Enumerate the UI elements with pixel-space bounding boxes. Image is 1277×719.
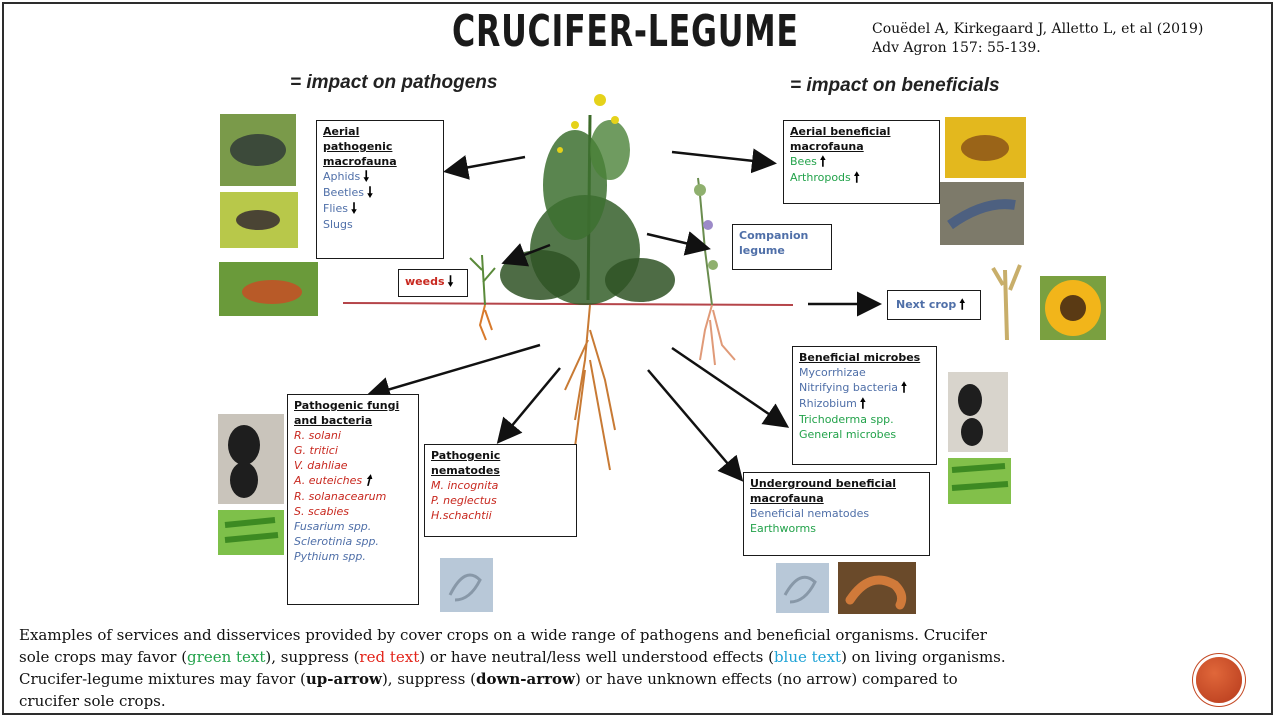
list-item: P. neglectus (431, 493, 570, 508)
weed-plant-illustration (470, 255, 495, 340)
caption-up-arrow: up-arrow (306, 670, 382, 688)
companion-legume-illustration (694, 178, 735, 365)
fungi-photo (218, 414, 284, 504)
aerial-pathogenic-box: Aerial pathogenic macrofauna Aphids🠗 Bee… (316, 120, 444, 259)
list-item: Fusarium spp. (294, 519, 412, 534)
list-item: Trichoderma spp. (799, 412, 930, 427)
aerial-pathogenic-title-3: macrofauna (323, 154, 437, 169)
companion-line-1: Companion (739, 228, 825, 243)
beneficial-microbes-title: Beneficial microbes (799, 350, 930, 365)
list-item: H.schachtii (431, 508, 570, 523)
bacteria-photo (218, 510, 284, 555)
list-item: Next crop🠕 (896, 297, 972, 313)
beneficial-microbes-box: Beneficial microbes Mycorrhizae Nitrifyi… (792, 346, 937, 465)
arrow-to-pathogenic-fungi (370, 345, 540, 395)
list-item: S. scabies (294, 504, 412, 519)
crucifer-plant-illustration (500, 94, 675, 470)
pathogenic-nematodes-box: Pathogenic nematodes M. incognita P. neg… (424, 444, 577, 537)
list-item: Earthworms (750, 521, 923, 536)
list-item: R. solanacearum (294, 489, 412, 504)
figure-caption: Examples of services and disservices pro… (19, 624, 1019, 712)
microbe-photo (948, 372, 1008, 452)
aerial-pathogenic-title-2: pathogenic (323, 139, 437, 154)
list-item: A. euteiches🠕 (294, 473, 412, 489)
list-item: Arthropods🠕 (790, 170, 933, 186)
nematode-photo (440, 558, 493, 612)
aerial-pathogenic-title-1: Aerial (323, 124, 437, 139)
up-arrow-icon: 🠕 (860, 397, 866, 412)
pathogenic-fungi-box: Pathogenic fungi and bacteria R. solani … (287, 394, 419, 605)
arrow-to-beneficial-microbes (672, 348, 785, 425)
next-crop-box: Next crop🠕 (887, 290, 981, 320)
fly-photo (220, 192, 298, 248)
down-arrow-icon: 🠗 (351, 202, 357, 217)
slide-logo-badge (1196, 657, 1242, 703)
bee-photo (945, 117, 1026, 178)
underground-beneficial-box: Underground beneficial macrofauna Benefi… (743, 472, 930, 556)
list-item: R. solani (294, 428, 412, 443)
list-item: General microbes (799, 427, 930, 442)
list-item: Sclerotinia spp. (294, 534, 412, 549)
list-item: Aphids🠗 (323, 169, 437, 185)
beetle-photo (940, 182, 1024, 245)
list-item: Mycorrhizae (799, 365, 930, 380)
list-item: Beneficial nematodes (750, 506, 923, 521)
down-arrow-icon: 🠗 (363, 170, 369, 185)
nematodes-title-2: nematodes (431, 463, 570, 478)
beneficial-nematode-photo (776, 563, 829, 613)
companion-line-2: legume (739, 243, 825, 258)
list-item: Bees🠕 (790, 154, 933, 170)
list-item: Pythium spp. (294, 549, 412, 564)
pathogenic-fungi-title-1: Pathogenic fungi (294, 398, 412, 413)
caption-blue-text: blue text (774, 648, 841, 666)
list-item: Beetles🠗 (323, 185, 437, 201)
ground-line (343, 303, 793, 305)
list-item: M. incognita (431, 478, 570, 493)
earthworm-photo (838, 562, 916, 614)
arrow-to-companion (647, 234, 706, 248)
aerial-beneficial-title-1: Aerial beneficial (790, 124, 933, 139)
up-arrow-icon: 🠕 (365, 474, 371, 489)
weeds-box: weeds🠗 (398, 269, 468, 297)
list-item: Slugs (323, 217, 437, 232)
up-arrow-icon: 🠕 (820, 155, 826, 170)
next-crop-illustration (993, 265, 1020, 340)
nematodes-title-1: Pathogenic (431, 448, 570, 463)
down-arrow-icon: 🠗 (448, 275, 454, 290)
pathogenic-fungi-title-2: and bacteria (294, 413, 412, 428)
aphid-photo (220, 114, 296, 186)
slug-photo (219, 262, 318, 316)
aerial-beneficial-box: Aerial beneficial macrofauna Bees🠕 Arthr… (783, 120, 940, 204)
underground-title-2: macrofauna (750, 491, 923, 506)
up-arrow-icon: 🠕 (959, 298, 965, 313)
list-item: G. tritici (294, 443, 412, 458)
down-arrow-icon: 🠗 (367, 186, 373, 201)
list-item: Nitrifying bacteria🠕 (799, 380, 930, 396)
list-item: V. dahliae (294, 458, 412, 473)
sunflower-photo (1040, 276, 1106, 340)
caption-green-text: green text (187, 648, 265, 666)
companion-legume-box: Companion legume (732, 224, 832, 270)
underground-title-1: Underground beneficial (750, 476, 923, 491)
up-arrow-icon: 🠕 (901, 381, 907, 396)
arrow-to-aerial-beneficial (672, 152, 772, 163)
list-item: Flies🠗 (323, 201, 437, 217)
list-item: weeds🠗 (405, 274, 461, 290)
list-item: Rhizobium🠕 (799, 396, 930, 412)
caption-red-text: red text (359, 648, 419, 666)
microbe-green-photo (948, 458, 1011, 504)
caption-down-arrow: down-arrow (476, 670, 575, 688)
up-arrow-icon: 🠕 (854, 171, 860, 186)
aerial-beneficial-title-2: macrofauna (790, 139, 933, 154)
arrow-to-nematodes (500, 368, 560, 440)
arrow-to-aerial-pathogenic (448, 157, 525, 171)
